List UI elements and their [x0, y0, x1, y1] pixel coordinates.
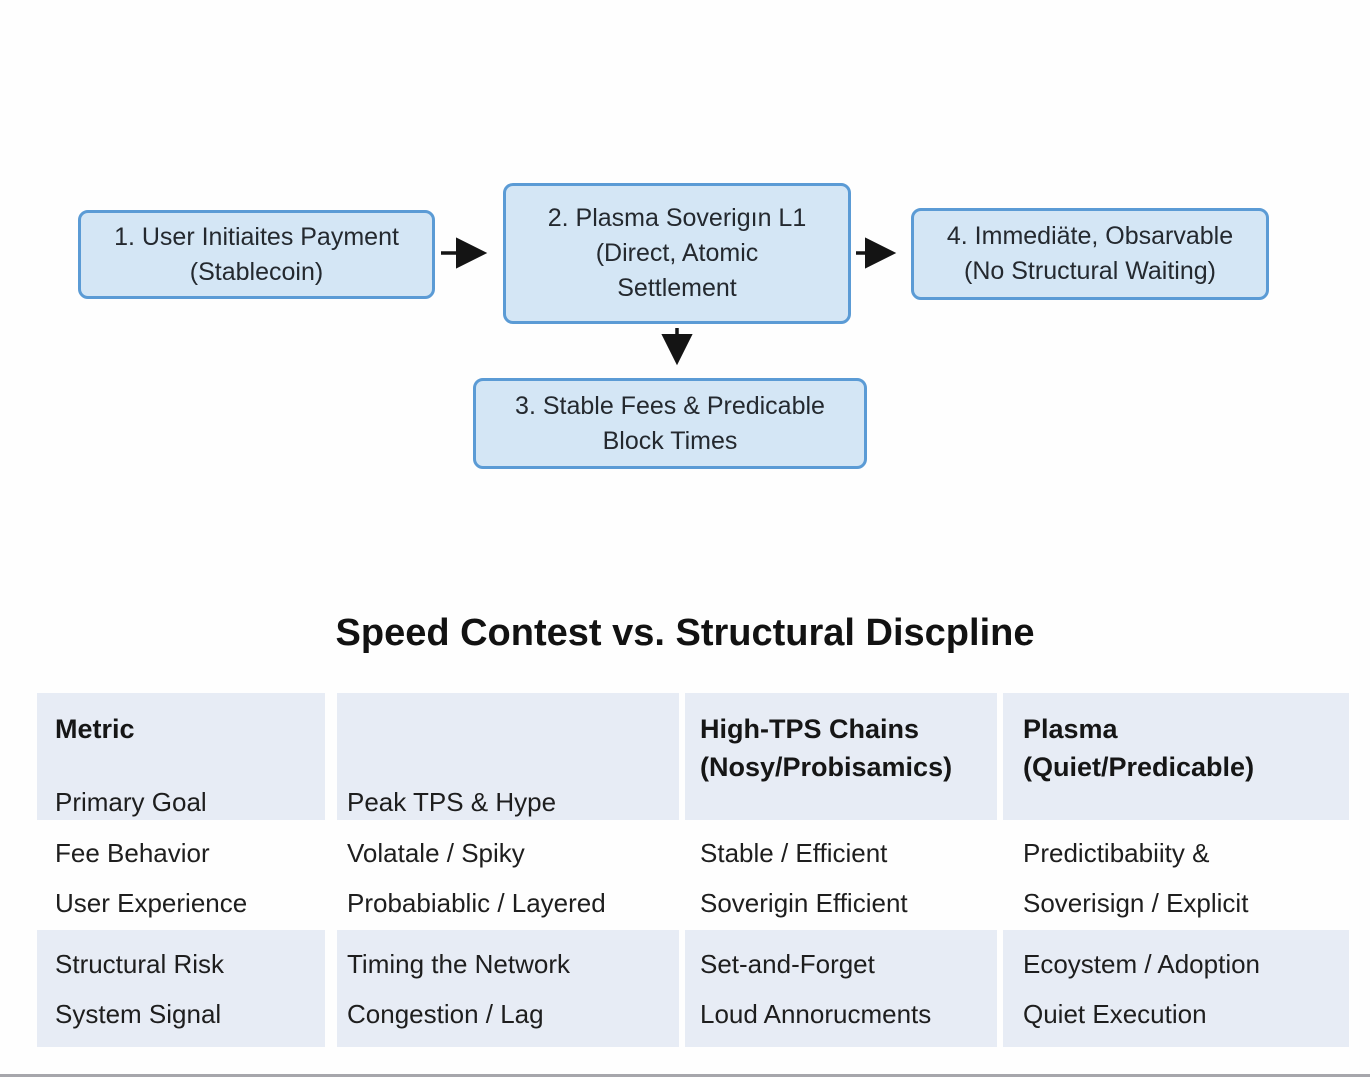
table-cell: Primary Goal — [55, 787, 207, 817]
table-cell: Ecoystem / Adoption — [1023, 949, 1261, 979]
table-cell: User Experience — [55, 888, 248, 918]
table-band-bottom: Structural Risk System Signal Timing the… — [37, 930, 1349, 1047]
table-band-middle: Fee Behavior User Experience Volatale / … — [37, 820, 1349, 930]
column-header-line: (Quiet/Predicable) — [1023, 752, 1255, 782]
table-column-cells: Structural Risk System Signal — [37, 930, 325, 1047]
flow-box-immediate-observable: 4. Immediäte, Obsarvable (No Structural … — [911, 208, 1269, 300]
flow-box-line: Block Times — [602, 426, 738, 455]
table-cell: Stable / Efficient — [700, 838, 888, 868]
column-header-line: Metric — [55, 714, 135, 744]
table-column-cells: Set-and-Forget Loud Annorucments — [685, 930, 997, 1047]
flow-box-line: (Direct, Atomic — [595, 239, 759, 267]
comparison-table: Metric Primary Goal Peak TPS & Hype High… — [37, 693, 1349, 1047]
flow-box-line: (No Structural Waiting) — [964, 257, 1216, 285]
table-cell: Loud Annorucments — [700, 999, 932, 1029]
table-cell: System Signal — [55, 999, 222, 1029]
table-cell: Soverisign / Explicit — [1023, 888, 1249, 918]
column-header-line: (Nosy/Probisamics) — [700, 752, 953, 782]
table-cell: Set-and-Forget — [700, 949, 875, 979]
table-cell: Structural Risk — [55, 949, 225, 979]
header-cell-empty: Peak TPS & Hype — [337, 693, 679, 820]
column-header-line: Plasma — [1023, 714, 1118, 744]
flow-box-user-initiates-payment: 1. User Initiaites Payment (Stablecoin) — [78, 210, 435, 299]
flow-box-line: 3. Stable Fees & Predicable — [515, 391, 825, 420]
table-cell: Probabiablic / Layered — [347, 888, 606, 918]
flow-box-line: 2. Plasma Soverigın L1 — [547, 204, 807, 232]
section-title: Speed Contest vs. Structural Discpline — [335, 612, 1035, 654]
table-cell: Peak TPS & Hype — [347, 787, 557, 817]
column-header: Plasma (Quiet/Predicable) — [1023, 710, 1349, 786]
table-cell: Congestion / Lag — [347, 999, 544, 1029]
table-column-cells: Ecoystem / Adoption Quiet Execution — [1003, 930, 1349, 1047]
table-cell: Quiet Execution — [1023, 999, 1207, 1029]
flow-box-line: 1. User Initiaites Payment — [114, 222, 399, 251]
table-column-cells: Stable / Efficient Soverigin Efficient — [685, 820, 997, 930]
header-cell-plasma: Plasma (Quiet/Predicable) — [1003, 693, 1349, 820]
table-cell: Fee Behavior — [55, 838, 210, 868]
table-column-cells: Predictibabiity & Soverisign / Explicit — [1003, 820, 1349, 930]
flow-box-line: 4. Immediäte, Obsarvable — [946, 222, 1234, 250]
table-column-cells: Timing the Network Congestion / Lag — [337, 930, 679, 1047]
table-cell: Soverigin Efficient — [700, 888, 908, 918]
table-header-band: Metric Primary Goal Peak TPS & Hype High… — [37, 693, 1349, 820]
column-header-line: High-TPS Chains — [700, 714, 920, 744]
column-header — [347, 710, 679, 784]
bottom-edge-line — [0, 1074, 1370, 1077]
flow-box-line: Settlement — [617, 274, 737, 302]
table-cell: Timing the Network — [347, 949, 570, 979]
header-cell-high-tps: High-TPS Chains (Nosy/Probisamics) — [685, 693, 997, 820]
table-column-cells: Fee Behavior User Experience — [37, 820, 325, 930]
table-column-cells: Volatale / Spiky Probabiablic / Layered — [337, 820, 679, 930]
flow-box-plasma-sovereign-l1: 2. Plasma Soverigın L1 (Direct, Atomic S… — [503, 183, 851, 324]
table-cell: Volatale / Spiky — [347, 838, 525, 868]
header-cell-metric: Metric Primary Goal — [37, 693, 325, 820]
column-header: Metric — [55, 710, 325, 784]
flow-box-stable-fees: 3. Stable Fees & Predicable Block Times — [473, 378, 867, 469]
table-cell: Predictibabiity & — [1023, 838, 1210, 868]
column-header: High-TPS Chains (Nosy/Probisamics) — [700, 710, 997, 786]
flow-box-line: (Stablecoin) — [189, 257, 324, 286]
